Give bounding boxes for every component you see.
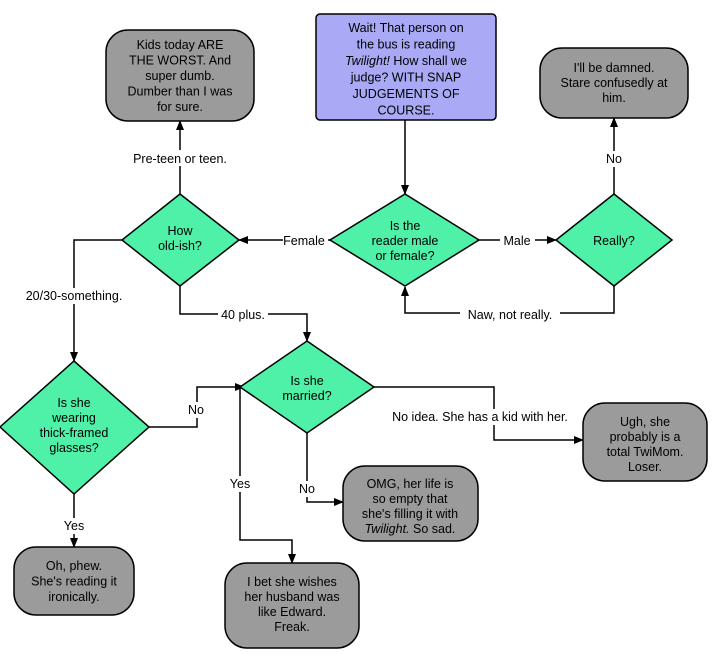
edward-line: Freak.: [274, 620, 309, 634]
kids-line: for sure.: [157, 100, 203, 114]
gender-line: reader male: [372, 234, 439, 248]
married-diamond: [238, 340, 376, 434]
nodes: [0, 13, 708, 649]
edward-line: I bet she wishes: [247, 575, 337, 589]
edge-label-yes-married: Yes: [230, 477, 250, 491]
edward-box: [224, 562, 360, 649]
kids-line: Kids today ARE: [137, 38, 224, 52]
start-line: COURSE.: [378, 104, 435, 118]
edge-label-no-idea: No idea. She has a kid with her.: [392, 410, 568, 424]
glasses-line: glasses?: [49, 441, 98, 455]
edge-label-male: Male: [503, 234, 530, 248]
empty-line: she's filling it with: [362, 507, 458, 521]
edge-label-no-really: No: [606, 152, 622, 166]
gender-diamond: [328, 193, 481, 287]
kids-line: THE WORST. And: [129, 54, 231, 68]
damned-line: I'll be damned.: [574, 61, 655, 75]
edge-label-twenty-thirty: 20/30-something.: [26, 289, 123, 303]
twimom-line: total TwiMom.: [607, 445, 684, 459]
edge-label-preteen: Pre-teen or teen.: [133, 152, 227, 166]
edge-label-no-married: No: [299, 482, 315, 496]
age-line: old-ish?: [158, 239, 202, 253]
edge-label-naw: Naw, not really.: [468, 308, 553, 322]
edge-married-to-empty: [306, 433, 344, 506]
start-line: JUDGEMENTS OF: [353, 87, 460, 101]
age-line: How: [167, 224, 193, 238]
really-line: Really?: [593, 234, 635, 248]
married-line: Is she: [290, 374, 323, 388]
glasses-line: Is she: [57, 396, 90, 410]
twimom-line: Loser.: [628, 460, 662, 474]
edward-line: like Edward.: [258, 605, 326, 619]
start-box: [315, 13, 497, 121]
empty-line: so empty that: [372, 492, 448, 506]
twimom-line: probably is a: [610, 430, 681, 444]
empty-line: Twilight. So sad.: [365, 522, 456, 536]
start-line: Wait! That person on: [348, 21, 463, 35]
empty-line: OMG, her life is: [367, 477, 454, 491]
edge-label-no-glasses: No: [188, 403, 204, 417]
gender-line: or female?: [375, 249, 434, 263]
twimom-line: Ugh, she: [620, 415, 670, 429]
damned-line: him.: [602, 91, 626, 105]
married-line: married?: [282, 389, 331, 403]
phew-line: She's reading it: [31, 575, 117, 589]
phew-line: ironically.: [48, 590, 99, 604]
age-diamond: [120, 193, 241, 287]
edge-label-forty: 40 plus.: [221, 308, 265, 322]
twimom-box: [582, 402, 708, 482]
phew-box: [13, 546, 135, 616]
start-line: the bus is reading: [357, 38, 456, 52]
damned-line: Stare confusedly at: [560, 76, 668, 90]
edge-married-to-edward: [239, 388, 296, 564]
start-line: Twilight! How shall we: [345, 54, 467, 68]
damned-box: [539, 47, 689, 119]
gender-line: Is the: [390, 219, 421, 233]
edge-age-to-glasses: [70, 239, 122, 362]
kids-line: Dumber than I was: [128, 85, 233, 99]
glasses-line: wearing: [51, 411, 96, 425]
edge-label-female: Female: [283, 234, 325, 248]
glasses-line: thick-framed: [40, 426, 109, 440]
glasses-diamond: [0, 359, 151, 496]
really-diamond: [554, 193, 674, 287]
edge-labels: Female Male No Naw, not really. Pre-teen…: [22, 150, 625, 534]
edward-line: her husband was: [244, 590, 339, 604]
phew-line: Oh, phew.: [46, 559, 102, 573]
start-line: judge? WITH SNAP: [350, 71, 461, 85]
empty-box: [342, 465, 479, 542]
kids-box: [105, 29, 255, 122]
edge-label-yes-glasses: Yes: [64, 519, 84, 533]
really-text: Really?: [593, 234, 635, 248]
kids-line: super dumb.: [145, 69, 214, 83]
